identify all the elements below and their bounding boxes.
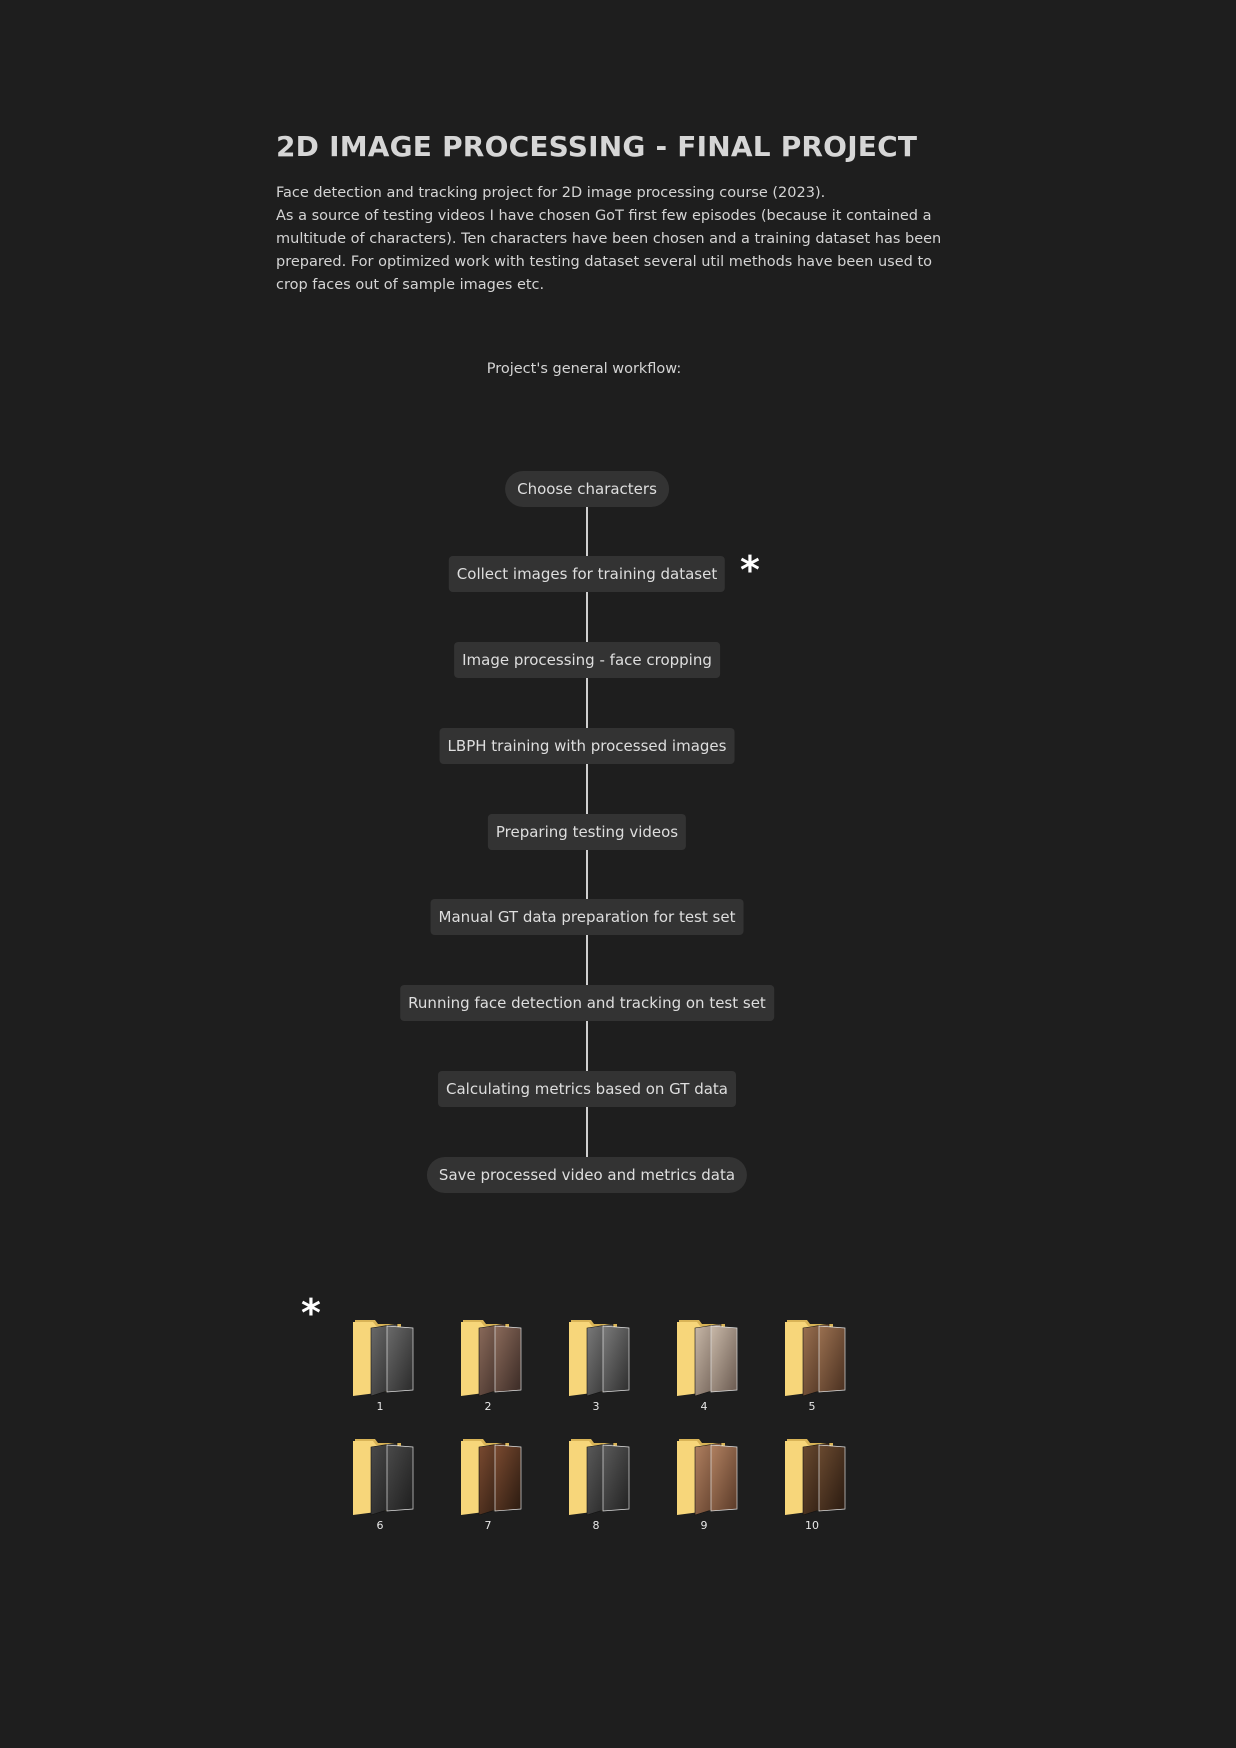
workflow-step-calculating-metrics: Calculating metrics based on GT data (438, 1071, 736, 1107)
workflow-step-save-output: Save processed video and metrics data (426, 1157, 748, 1193)
workflow-step-gt-preparation: Manual GT data preparation for test set (430, 899, 744, 935)
workflow-step-lbph-training: LBPH training with processed images (439, 728, 735, 764)
dataset-folder[interactable]: 4 (670, 1316, 740, 1416)
intro-line-1: Face detection and tracking project for … (276, 185, 826, 201)
folder-icon (785, 1439, 846, 1516)
dataset-folder[interactable]: 10 (778, 1435, 848, 1535)
footnote-asterisk: * (740, 548, 760, 592)
dataset-folder[interactable]: 9 (670, 1435, 740, 1535)
intro-line-2: As a source of testing videos I have cho… (276, 208, 942, 293)
folder-label: 10 (805, 1519, 819, 1532)
workflow-step-face-cropping: Image processing - face cropping (454, 642, 720, 678)
dataset-folder[interactable]: 5 (778, 1316, 848, 1416)
dataset-folder[interactable]: 3 (562, 1316, 632, 1416)
folder-icon (461, 1320, 522, 1397)
folder-label: 1 (376, 1400, 384, 1413)
dataset-asterisk: * (301, 1291, 321, 1335)
dataset-folder[interactable]: 8 (562, 1435, 632, 1535)
folder-label: 5 (808, 1400, 816, 1413)
folder-icon (785, 1320, 846, 1397)
folder-label: 2 (484, 1400, 492, 1413)
folder-icon (353, 1320, 414, 1397)
page-title: 2D IMAGE PROCESSING - FINAL PROJECT (276, 130, 918, 163)
folder-icon (569, 1320, 630, 1397)
dataset-folder[interactable]: 6 (346, 1435, 416, 1535)
folder-label: 6 (376, 1519, 384, 1532)
workflow-caption: Project's general workflow: (486, 361, 682, 377)
folder-icon (677, 1439, 738, 1516)
folder-label: 9 (700, 1519, 708, 1532)
folder-icon (353, 1439, 414, 1516)
folder-label: 4 (700, 1400, 708, 1413)
folder-label: 7 (484, 1519, 492, 1532)
workflow-step-collect-images: Collect images for training dataset (448, 556, 726, 592)
dataset-folder[interactable]: 7 (454, 1435, 524, 1535)
folder-icon (461, 1439, 522, 1516)
workflow-step-preparing-videos: Preparing testing videos (487, 814, 687, 850)
workflow-step-choose-characters: Choose characters (505, 471, 669, 507)
intro-text: Face detection and tracking project for … (276, 182, 966, 297)
folder-icon (677, 1320, 738, 1397)
workflow-step-detection-tracking: Running face detection and tracking on t… (400, 985, 774, 1021)
folder-label: 8 (592, 1519, 600, 1532)
dataset-folder[interactable]: 1 (346, 1316, 416, 1416)
dataset-folder[interactable]: 2 (454, 1316, 524, 1416)
folder-label: 3 (592, 1400, 600, 1413)
folder-icon (569, 1439, 630, 1516)
